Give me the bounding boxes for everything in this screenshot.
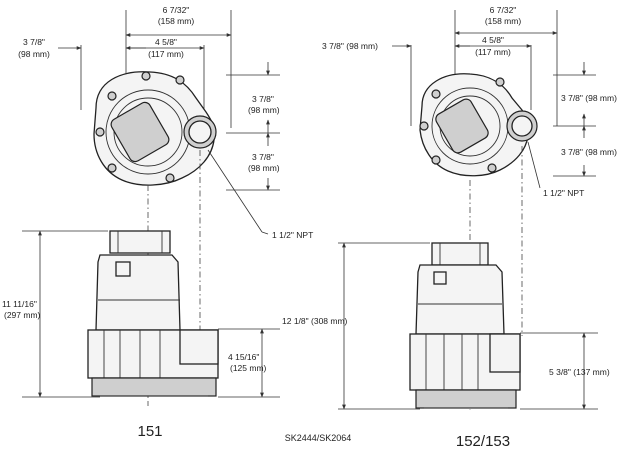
left-pump-side-view — [22, 150, 280, 406]
right-top-width-in: 6 7/32" — [490, 5, 517, 15]
left-pump-labels: 6 7/32" (158 mm) 4 5/8" (117 mm) 3 7/8" … — [2, 5, 313, 440]
left-height-in: 11 11/16" — [2, 299, 37, 309]
left-top-width-mm: (158 mm) — [158, 16, 195, 26]
left-npt-label: 1 1/2" NPT — [272, 230, 313, 240]
left-inner-width-in: 4 5/8" — [155, 37, 177, 47]
drawing-code: SK2444/SK2064 — [285, 433, 352, 443]
left-offset-in: 3 7/8" — [23, 37, 45, 47]
right-right-upper-dim: 3 7/8" (98 mm) — [561, 93, 617, 103]
right-model-number: 152/153 — [456, 433, 510, 450]
right-pump-labels: 6 7/32" (158 mm) 4 5/8" (117 mm) 3 7/8" … — [282, 5, 617, 450]
right-height-dim: 12 1/8" (308 mm) — [282, 316, 348, 326]
right-pump-top-view — [392, 10, 596, 189]
left-base-height-in: 4 15/16" — [228, 352, 259, 362]
right-offset-dim: 3 7/8" (98 mm) — [322, 41, 378, 51]
right-npt-label: 1 1/2" NPT — [543, 188, 584, 198]
left-height-mm: (297 mm) — [4, 310, 41, 320]
right-top-width-mm: (158 mm) — [485, 16, 522, 26]
left-top-width-in: 6 7/32" — [163, 5, 190, 15]
left-right-upper-mm: (98 mm) — [248, 105, 280, 115]
right-base-height-dim: 5 3/8" (137 mm) — [549, 367, 610, 377]
left-inner-width-mm: (117 mm) — [148, 49, 184, 59]
left-model-number: 151 — [137, 423, 162, 440]
left-right-upper-in: 3 7/8" — [252, 94, 274, 104]
right-pump-side-view — [338, 146, 598, 410]
right-inner-width-in: 4 5/8" — [482, 35, 504, 45]
left-right-lower-mm: (98 mm) — [248, 163, 280, 173]
left-pump-top-view — [58, 10, 280, 235]
left-offset-mm: (98 mm) — [18, 49, 50, 59]
left-base-height-mm: (125 mm) — [230, 363, 267, 373]
right-inner-width-mm: (117 mm) — [475, 47, 511, 57]
left-right-lower-in: 3 7/8" — [252, 152, 274, 162]
right-right-lower-dim: 3 7/8" (98 mm) — [561, 147, 617, 157]
